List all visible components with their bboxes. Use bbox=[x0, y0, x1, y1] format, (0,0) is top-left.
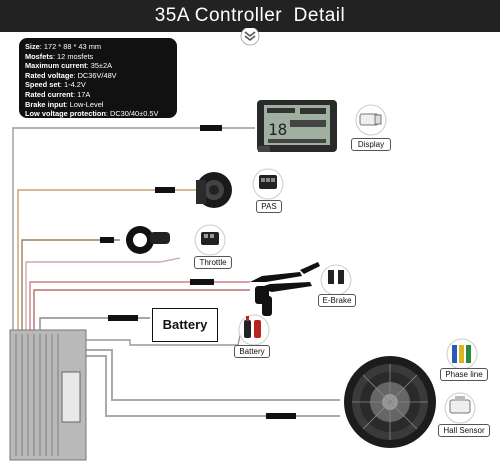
spec-row: Low voltage protection: DC30/40±0.5V bbox=[25, 109, 159, 119]
spec-row: Speed set: 1-4.2V bbox=[25, 80, 86, 90]
brake-levers bbox=[250, 262, 320, 316]
ebrake-wire-2 bbox=[33, 289, 250, 330]
display-label: Display bbox=[351, 138, 391, 151]
banner-title: 35A Controller Detail bbox=[154, 5, 346, 26]
battery-connector-icon bbox=[238, 314, 270, 346]
hall-plug bbox=[266, 413, 296, 419]
spec-row: Mosfets: 12 mosfets bbox=[25, 51, 94, 61]
title-banner bbox=[0, 0, 500, 32]
pas-plug bbox=[155, 187, 175, 193]
pas-wire bbox=[17, 189, 198, 330]
svg-text:18: 18 bbox=[268, 120, 287, 139]
lcd-display: 18 bbox=[257, 100, 337, 152]
battery-label: Battery bbox=[234, 345, 270, 358]
spec-box: Size: 172 * 88 * 43 mm Mosfets: 12 mosfe… bbox=[19, 38, 177, 118]
display-connector-icon bbox=[355, 104, 387, 136]
ebrake-wire bbox=[29, 281, 250, 330]
chevron-down-icon bbox=[240, 28, 260, 46]
pas-connector-icon bbox=[252, 168, 284, 200]
spec-row: Maximum current: 35±2A bbox=[25, 61, 113, 71]
throttle-wire-2 bbox=[25, 257, 181, 330]
throttle-plug bbox=[100, 237, 114, 243]
phase-line-label: Phase line bbox=[440, 368, 488, 381]
spec-row: Rated voltage: DC36V/48V bbox=[25, 70, 117, 80]
display-wire bbox=[12, 127, 255, 330]
throttle-connector-icon bbox=[194, 224, 226, 256]
ebrake-label: E-Brake bbox=[318, 294, 356, 307]
spec-row: Brake input: Low-Level bbox=[25, 99, 104, 109]
controller bbox=[9, 329, 87, 461]
throttle-wire bbox=[21, 239, 120, 330]
pas-sensor bbox=[196, 172, 232, 208]
battery-box: Battery bbox=[152, 308, 218, 342]
spec-row: Size: 172 * 88 * 43 mm bbox=[25, 42, 102, 51]
hall-wire bbox=[86, 355, 340, 417]
phase-wire bbox=[86, 349, 340, 401]
throttle bbox=[126, 226, 170, 254]
pas-label: PAS bbox=[256, 200, 282, 213]
spec-row: Rated current: 17A bbox=[25, 89, 91, 99]
hall-sensor-connector-icon bbox=[444, 392, 476, 424]
battery-output-wire bbox=[86, 334, 241, 346]
display-plug bbox=[200, 125, 222, 131]
hall-sensor-label: Hall Sensor bbox=[438, 424, 490, 437]
phase-line-connector-icon bbox=[446, 338, 478, 370]
hub-motor bbox=[344, 356, 436, 448]
ebrake-connector-icon bbox=[320, 264, 352, 296]
throttle-label: Throttle bbox=[194, 256, 232, 269]
ebrake-plug bbox=[190, 279, 214, 285]
battery-plug bbox=[108, 315, 138, 321]
